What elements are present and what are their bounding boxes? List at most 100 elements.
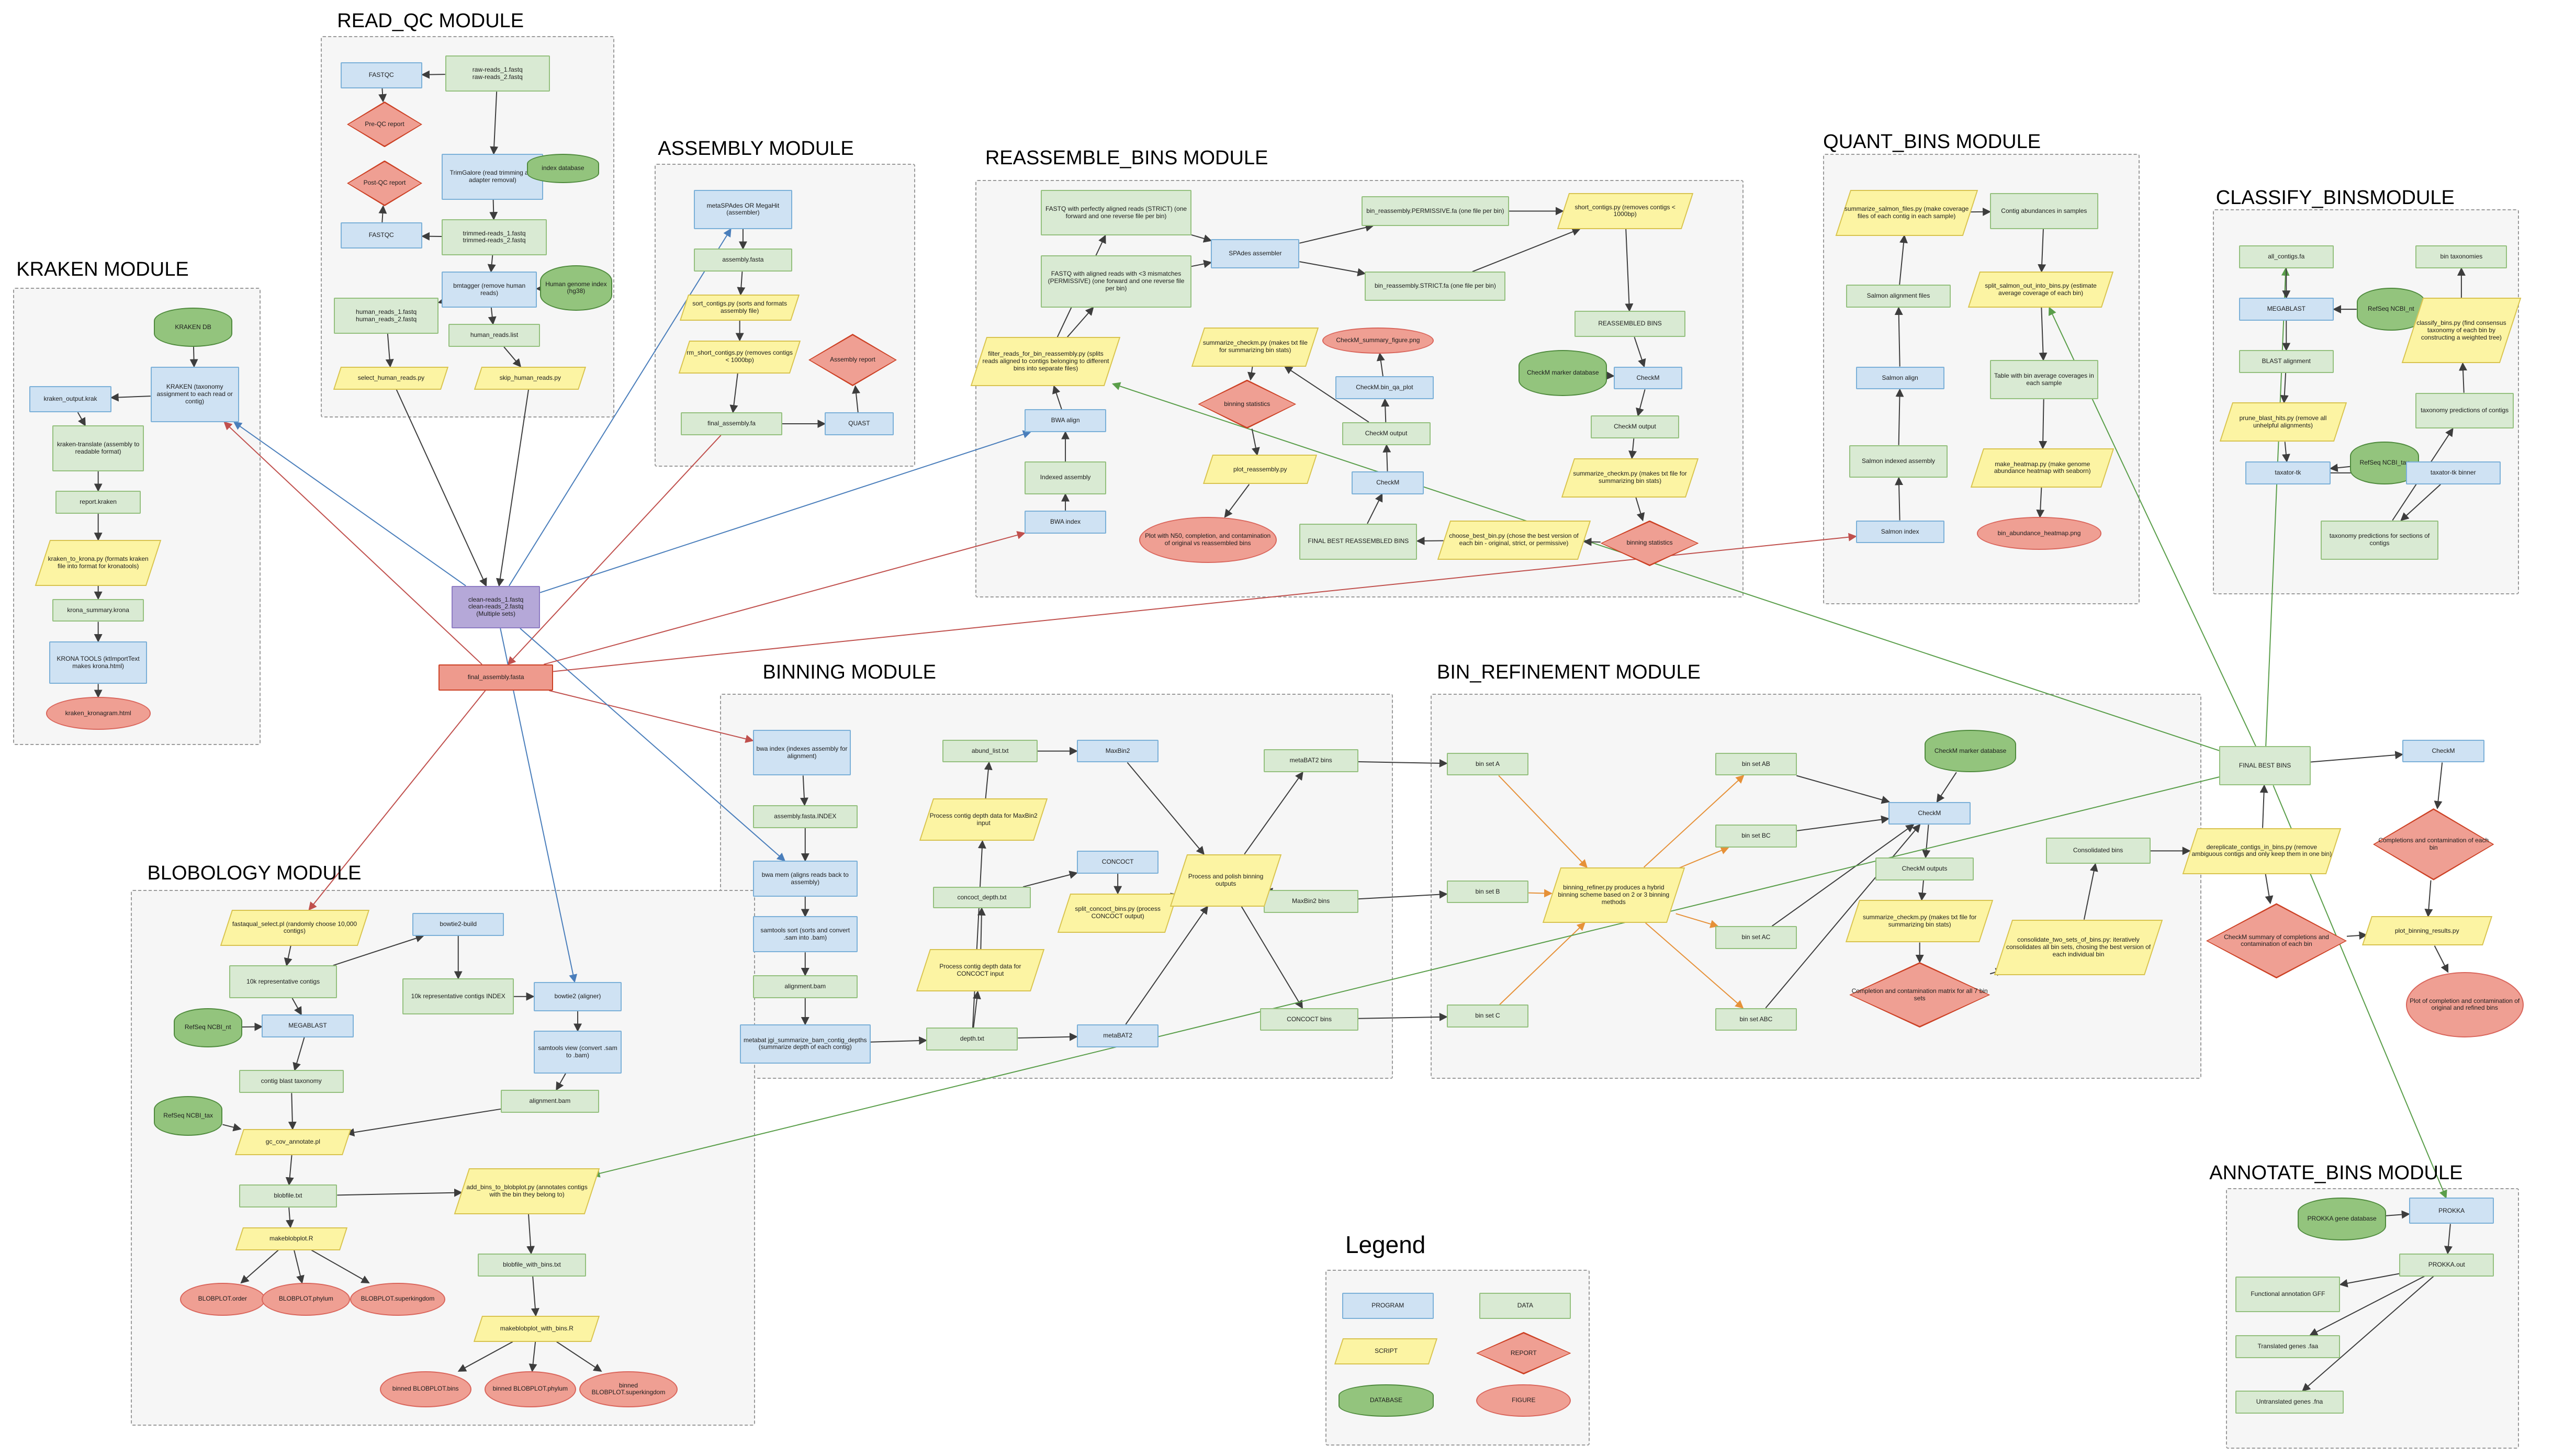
bn-metabat2: metaBAT2 [1076, 1024, 1159, 1047]
qb-split: split_salmon_out_into_bins.py (estimate … [1974, 272, 2108, 308]
cn-clean-reads: clean-reads_1.fastq clean-reads_2.fastq … [452, 585, 541, 628]
rq-postqc-label: Post-QC report [363, 179, 406, 187]
an-gff: Functional annotation GFF [2235, 1276, 2341, 1313]
br-setABC: bin set ABC [1715, 1008, 1797, 1031]
module-quant-bins-title: QUANT_BINS MODULE [1823, 131, 2041, 153]
kr-report-label: report.kraken [80, 498, 117, 506]
edge-bl-10k-to-bl-bowtie-build [333, 934, 424, 966]
rq-bmtagger: bmtagger (remove human reads) [442, 272, 537, 308]
edge-br-setC-to-br-refiner [1499, 922, 1585, 1006]
re-binstats2: binning statistics [1601, 521, 1699, 567]
kr-db: KRAKEN DB [153, 307, 233, 347]
cl-all-contigs-label: all_contigs.fa [2268, 253, 2305, 261]
bl-refseq-nt-label: RefSeq NCBI_nt [184, 1023, 231, 1031]
edge-an-out-to-an-gff [2339, 1273, 2400, 1288]
re-checkm-out2: CheckM output [1591, 415, 1679, 439]
module-assembly-title: ASSEMBLY MODULE [658, 137, 854, 160]
kr-output: kraken_output.krak [29, 386, 111, 413]
module-reassemble-bins-title: REASSEMBLE_BINS MODULE [985, 147, 1268, 170]
bn-alignment: alignment.bam [752, 975, 858, 998]
lg-report: REPORT [1476, 1332, 1571, 1374]
as-fasta-label: assembly.fasta [722, 256, 764, 264]
an-prokka-db-label: PROKKA gene database [2307, 1215, 2377, 1223]
an-gff-label: Functional annotation GFF [2251, 1290, 2325, 1298]
rq-preqc: Pre-QC report [347, 101, 422, 148]
cl-tax-pred-contigs: taxonomy predictions of contigs [2415, 392, 2514, 429]
edge-bn-depth-to-bn-metabat2 [1018, 1032, 1078, 1041]
edge-bl-samtools-view-to-bl-alignment [556, 1073, 566, 1091]
rq-bmtagger-label: bmtagger (remove human reads) [453, 281, 526, 297]
bl-plot-order-label: BLOBPLOT.order [198, 1295, 248, 1303]
edge-bl-contig-tax-to-bl-gc-cov [288, 1093, 297, 1131]
bl-samtools-view-label: samtools view (convert .sam to .bam) [538, 1044, 617, 1059]
bn-bwa-index-label: bwa index (indexes assembly for alignmen… [756, 744, 848, 760]
re-final-best: FINAL BEST REASSEMBLED BINS [1299, 523, 1418, 560]
edge-cl-prune-to-cl-taxator [2281, 442, 2290, 462]
bl-plot-order: BLOBPLOT.order [180, 1283, 265, 1316]
edge-rq-trimmed-to-rq-fastqc2 [421, 232, 442, 241]
bn-bwa-index: bwa index (indexes assembly for alignmen… [752, 729, 851, 776]
br-checkm-db: CheckM marker database [1925, 729, 2017, 773]
rq-preqc-label: Pre-QC report [365, 120, 404, 128]
re-fastq-strict: FASTQ with perfectly aligned reads (STRI… [1041, 189, 1191, 236]
lg-figure-label: FIGURE [1512, 1396, 1536, 1404]
bl-megablast-label: MEGABLAST [288, 1022, 327, 1030]
bn-proc-maxbin: Process contig depth data for MaxBin2 in… [926, 798, 1041, 841]
edge-kr-output-to-kr-translate [77, 412, 86, 426]
edge-as-fasta-to-as-sort [737, 272, 746, 296]
edge-re-plot-reassembly-to-re-n50-plot [1224, 484, 1250, 518]
bn-split-concoct-label: split_concoct_bins.py (process CONCOCT o… [1075, 905, 1161, 920]
edge-fo-final-best-to-cl-all-contigs [2265, 267, 2290, 747]
as-rmshort: rm_short_contigs.py (removes contigs < 1… [684, 341, 795, 374]
re-n50-plot-label: Plot with N50, completion, and contamina… [1145, 532, 1271, 547]
rq-select-label: select_human_reads.py [357, 374, 425, 381]
edge-bl-makeblob-bins-to-bl-binned-phylum [528, 1341, 537, 1372]
edge-fo-dereplicate-to-fo-checkm-summary [2265, 873, 2274, 905]
edge-qb-table-to-qb-heatmap-script [2039, 399, 2048, 449]
bl-10k-index-label: 10k representative contigs INDEX [411, 992, 505, 1000]
cn-final-assembly-label: final_assembly.fasta [467, 673, 524, 681]
rq-trimgalore: TrimGalore (read trimming and adapter re… [442, 153, 544, 200]
bn-metabat-bins: metaBAT2 bins [1263, 749, 1358, 773]
cl-bin-tax: bin taxonomies [2415, 245, 2507, 268]
edge-as-quast-to-as-report [852, 385, 860, 413]
re-binstats1: binning statistics [1198, 380, 1296, 429]
edge-bl-refseq-tax-to-bl-gc-cov [222, 1123, 242, 1132]
bl-10k-label: 10k representative contigs [246, 977, 320, 985]
edge-re-checkm2-to-re-checkm-out1 [1382, 444, 1391, 471]
lg-database-label: DATABASE [1369, 1396, 1403, 1404]
edge-re-binstats1-to-re-plot-reassembly [1251, 428, 1260, 456]
edge-rq-fastqc1-to-rq-preqc [378, 88, 387, 103]
br-setA: bin set A [1446, 752, 1529, 776]
re-choose-label: choose_best_bin.py (chose the best versi… [1449, 532, 1579, 547]
br-checkm-out-label: CheckM outputs [1902, 864, 1948, 872]
rq-fastqc1-label: FASTQC [368, 71, 394, 78]
edge-re-checkm-out2-to-re-sum2 [1628, 438, 1637, 459]
bl-makeblob-bins: makeblobplot_with_bins.R [478, 1316, 595, 1342]
edge-bn-polish-to-bn-concoct-bins [1241, 906, 1303, 1009]
qb-contig-abund: Contig abundances in samples [1990, 193, 2098, 229]
an-faa-label: Translated genes .faa [2257, 1342, 2319, 1350]
cl-taxator-label: taxator-tk [2275, 468, 2301, 476]
as-assembler-label: metaSPAdes OR MegaHit (assembler) [706, 201, 780, 217]
edge-rq-fastqc2-to-rq-postqc [378, 205, 387, 223]
bn-samtools-label: samtools sort (sorts and convert .sam in… [760, 927, 850, 941]
br-consolidate: consolidate_two_sets_of_bins.py: iterati… [2003, 920, 2154, 975]
re-final-best-label: FINAL BEST REASSEMBLED BINS [1308, 537, 1409, 545]
kr-tokrona-label: kraken_to_krona.py (formats kraken file … [48, 555, 149, 570]
re-checkm-db: CheckM marker database [1519, 350, 1607, 396]
bn-samtools: samtools sort (sorts and convert .sam in… [752, 916, 858, 953]
cl-blast-align: BLAST alignment [2239, 350, 2334, 374]
br-setABC-label: bin set ABC [1739, 1015, 1773, 1023]
bl-add-bins-label: add_bins_to_blobplot.py (annotates conti… [466, 1183, 588, 1198]
rq-human-list: human_reads.list [448, 324, 541, 347]
cl-taxator-binner-label: taxator-tk binner [2430, 468, 2476, 476]
br-setBC: bin set BC [1715, 825, 1797, 848]
cn-clean-reads-label: clean-reads_1.fastq clean-reads_2.fastq … [468, 595, 524, 618]
br-setBC-label: bin set BC [1741, 832, 1771, 840]
bl-contig-tax-label: contig blast taxonomy [261, 1077, 322, 1085]
bl-plot-phylum-label: BLOBPLOT.phylum [278, 1295, 333, 1303]
bl-refseq-nt: RefSeq NCBI_nt [173, 1008, 242, 1047]
as-quast: QUAST [825, 412, 894, 435]
